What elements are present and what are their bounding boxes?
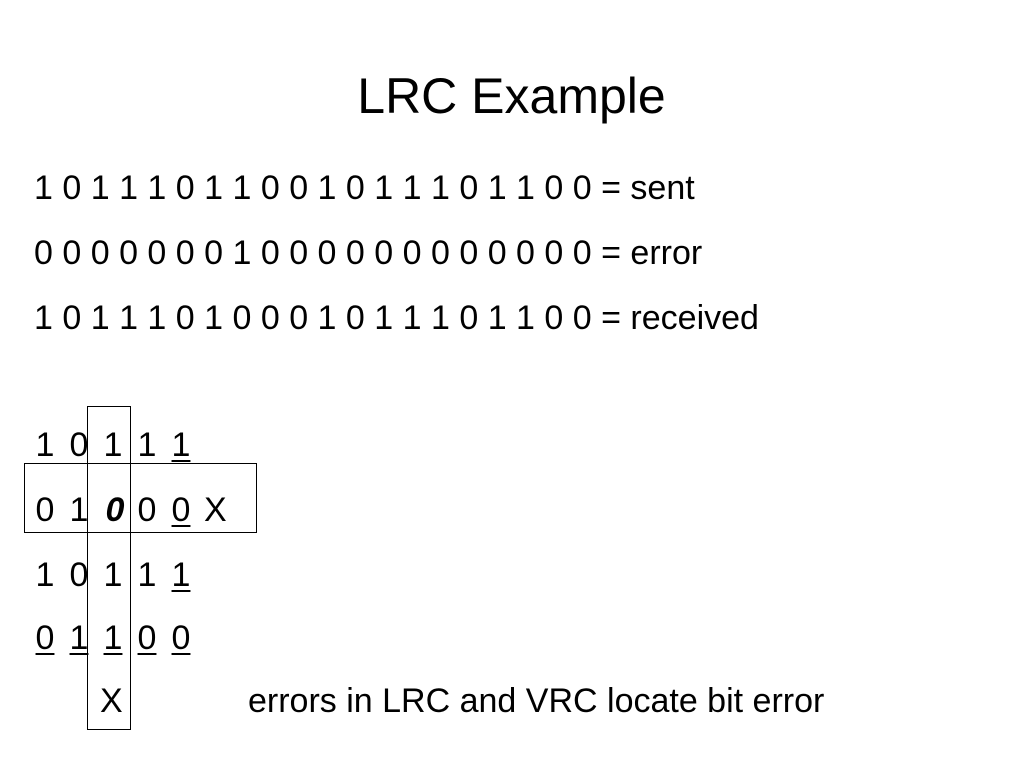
grid-cell-parity: 0 <box>171 491 191 529</box>
vrc-column-box <box>87 406 131 730</box>
lrc-cell: 1 <box>103 619 123 657</box>
grid-cell-parity: 1 <box>171 426 191 464</box>
grid-cell: 0 <box>35 491 55 529</box>
grid-cell: 1 <box>103 426 123 464</box>
sent-line: 1 0 1 1 1 0 1 1 0 0 1 0 1 1 1 0 1 1 0 0 … <box>34 168 695 208</box>
received-label: = received <box>601 299 759 337</box>
grid-cell: 1 <box>103 556 123 594</box>
slide-title: LRC Example <box>357 68 666 124</box>
received-line: 1 0 1 1 1 0 1 0 0 0 1 0 1 1 1 0 1 1 0 0 … <box>34 298 759 338</box>
lrc-cell: 0 <box>137 619 157 657</box>
lrc-row-box <box>24 463 257 533</box>
error-line: 0 0 0 0 0 0 0 1 0 0 0 0 0 0 0 0 0 0 0 0 … <box>34 233 702 273</box>
grid-cell: 0 <box>137 491 157 529</box>
lrc-cell: 0 <box>35 619 55 657</box>
row-error-mark: X <box>204 491 227 529</box>
grid-cell-parity: 1 <box>171 556 191 594</box>
grid-cell: 1 <box>137 556 157 594</box>
grid-cell: 1 <box>35 556 55 594</box>
grid-cell: 1 <box>35 426 55 464</box>
received-bits: 1 0 1 1 1 0 1 0 0 0 1 0 1 1 1 0 1 1 0 0 <box>34 299 592 337</box>
error-bits: 0 0 0 0 0 0 0 1 0 0 0 0 0 0 0 0 0 0 0 0 <box>34 234 592 272</box>
grid-cell: 1 <box>69 491 89 529</box>
grid-cell-error-bit: 0 <box>105 491 125 529</box>
lrc-cell: 0 <box>171 619 191 657</box>
error-label: = error <box>601 234 703 272</box>
grid-cell: 0 <box>69 426 89 464</box>
explanation-note: errors in LRC and VRC locate bit error <box>248 682 825 720</box>
sent-bits: 1 0 1 1 1 0 1 1 0 0 1 0 1 1 1 0 1 1 0 0 <box>34 169 592 207</box>
column-error-mark: X <box>100 682 123 720</box>
grid-cell: 0 <box>69 556 89 594</box>
lrc-cell: 1 <box>69 619 89 657</box>
grid-cell: 1 <box>137 426 157 464</box>
sent-label: = sent <box>601 169 695 207</box>
